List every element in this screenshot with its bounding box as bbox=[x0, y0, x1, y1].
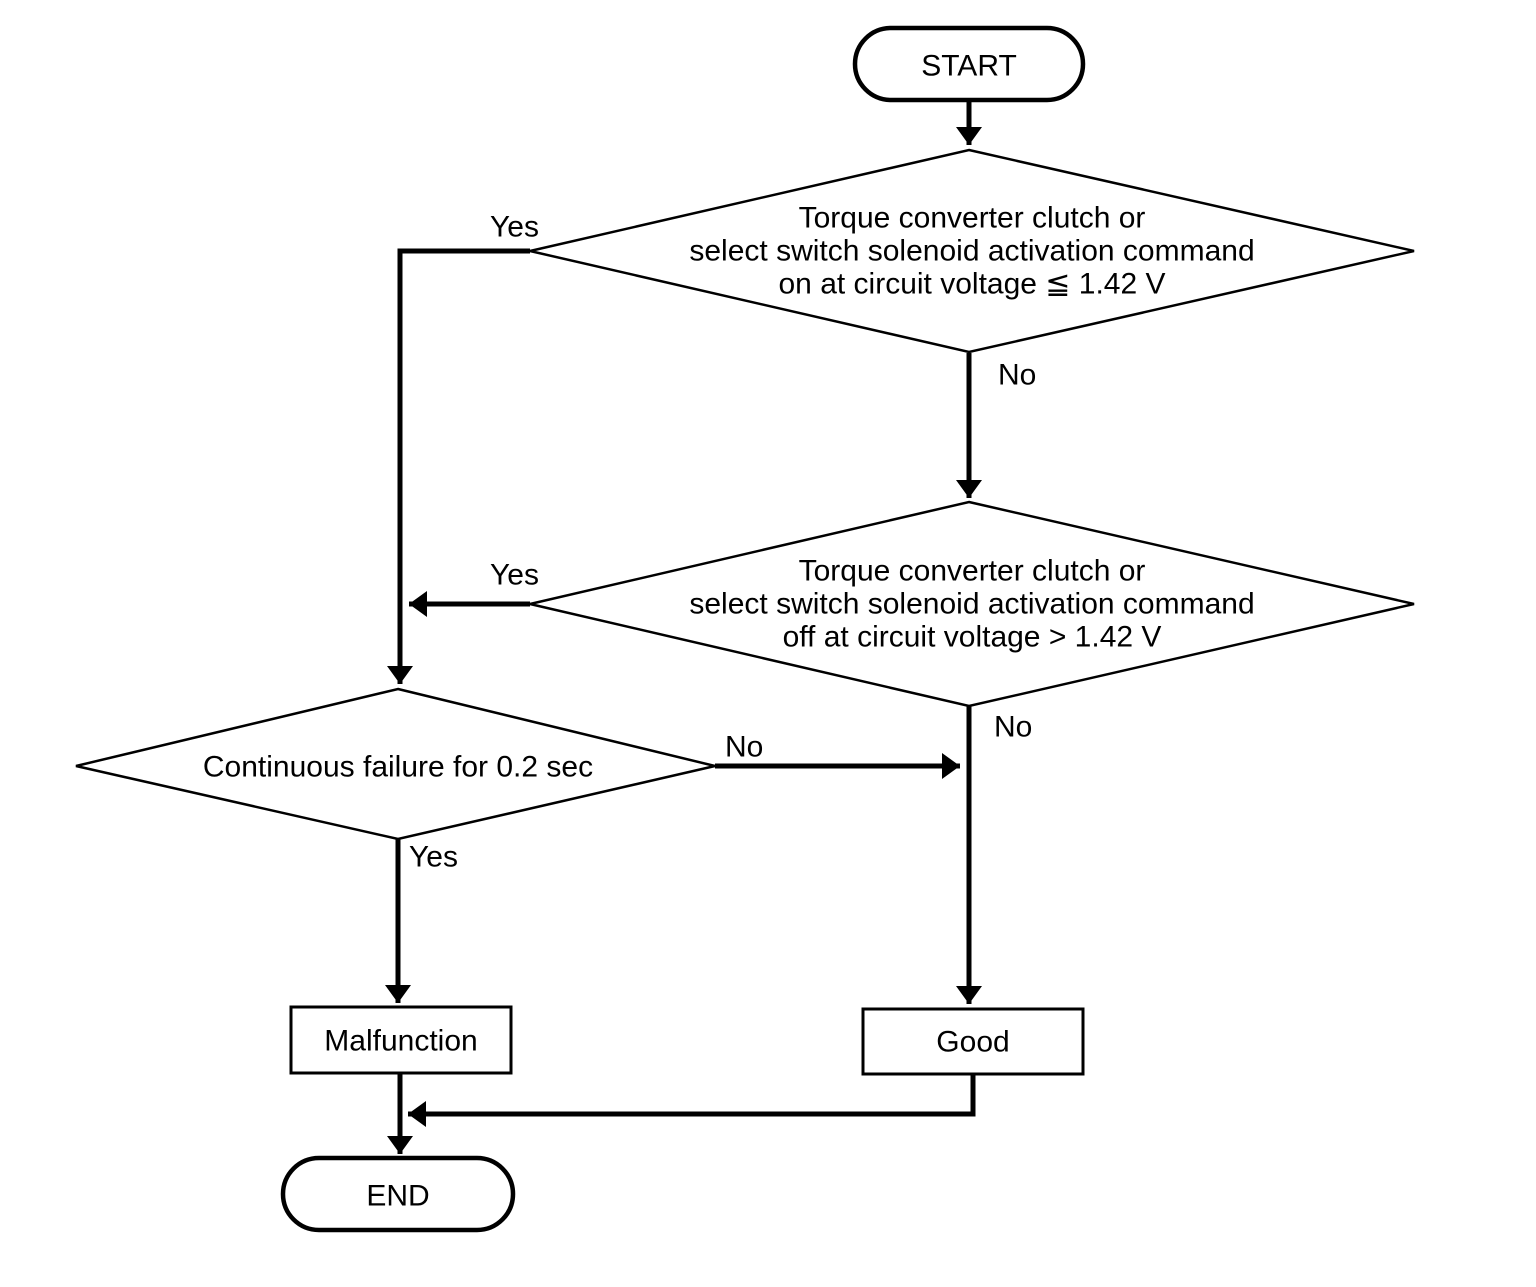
decision1-label-line2: select switch solenoid activation comman… bbox=[689, 235, 1254, 268]
good-node bbox=[861, 1007, 1085, 1076]
decision2-label-line1: Torque converter clutch or bbox=[799, 555, 1146, 588]
malfunction-label: Malfunction bbox=[324, 1025, 477, 1058]
edge-decision1-yes-to-decision3 bbox=[387, 248, 530, 684]
edge-label-decision1-no: No bbox=[998, 359, 1036, 392]
edge-label-decision3-no: No bbox=[725, 731, 763, 764]
decision2-label-line3: off at circuit voltage > 1.42 V bbox=[783, 621, 1162, 654]
decision3-node bbox=[75, 687, 716, 841]
decision2-node bbox=[529, 500, 1415, 708]
decision2-label-line2: select switch solenoid activation comman… bbox=[689, 588, 1254, 621]
decision1-node bbox=[529, 148, 1415, 354]
decision3-label: Continuous failure for 0.2 sec bbox=[203, 751, 593, 784]
start-label: START bbox=[921, 50, 1017, 83]
edge-label-decision1-yes: Yes bbox=[490, 211, 539, 244]
decision1-label-line1: Torque converter clutch or bbox=[799, 202, 1146, 235]
malfunction-node bbox=[289, 1005, 513, 1075]
edge-good-to-end-junction bbox=[408, 1074, 976, 1127]
end-label: END bbox=[366, 1180, 429, 1213]
decision1-label-line3: on at circuit voltage ≦ 1.42 V bbox=[778, 268, 1165, 301]
edge-label-decision2-no: No bbox=[994, 711, 1032, 744]
edge-label-decision3-yes: Yes bbox=[409, 841, 458, 874]
good-label: Good bbox=[936, 1026, 1009, 1059]
end-node bbox=[280, 1155, 516, 1233]
edge-label-decision2-yes: Yes bbox=[490, 559, 539, 592]
start-node bbox=[852, 25, 1086, 103]
